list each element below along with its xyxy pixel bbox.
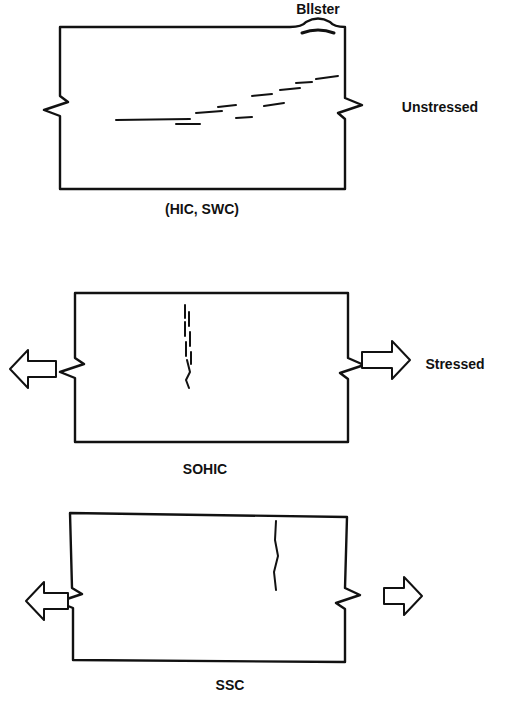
steel-section — [44, 19, 362, 190]
stress-arrow — [384, 577, 422, 615]
sohic-crack — [185, 305, 191, 388]
stress-arrow — [362, 341, 410, 379]
stress-arrow — [26, 582, 68, 620]
mechanism-caption: SOHIC — [183, 462, 227, 477]
blister-crack — [302, 30, 334, 33]
hic-cracks — [116, 76, 338, 124]
blister-label: Bllster — [296, 2, 340, 17]
mechanism-caption: (HIC, SWC) — [165, 202, 239, 217]
stress-arrow — [10, 350, 56, 388]
steel-section — [58, 513, 360, 662]
mechanism-caption: SSC — [216, 678, 245, 693]
ssc-crack — [274, 521, 278, 590]
condition-label: Stressed — [425, 357, 484, 372]
condition-label: Unstressed — [402, 100, 478, 115]
steel-section — [60, 293, 364, 442]
